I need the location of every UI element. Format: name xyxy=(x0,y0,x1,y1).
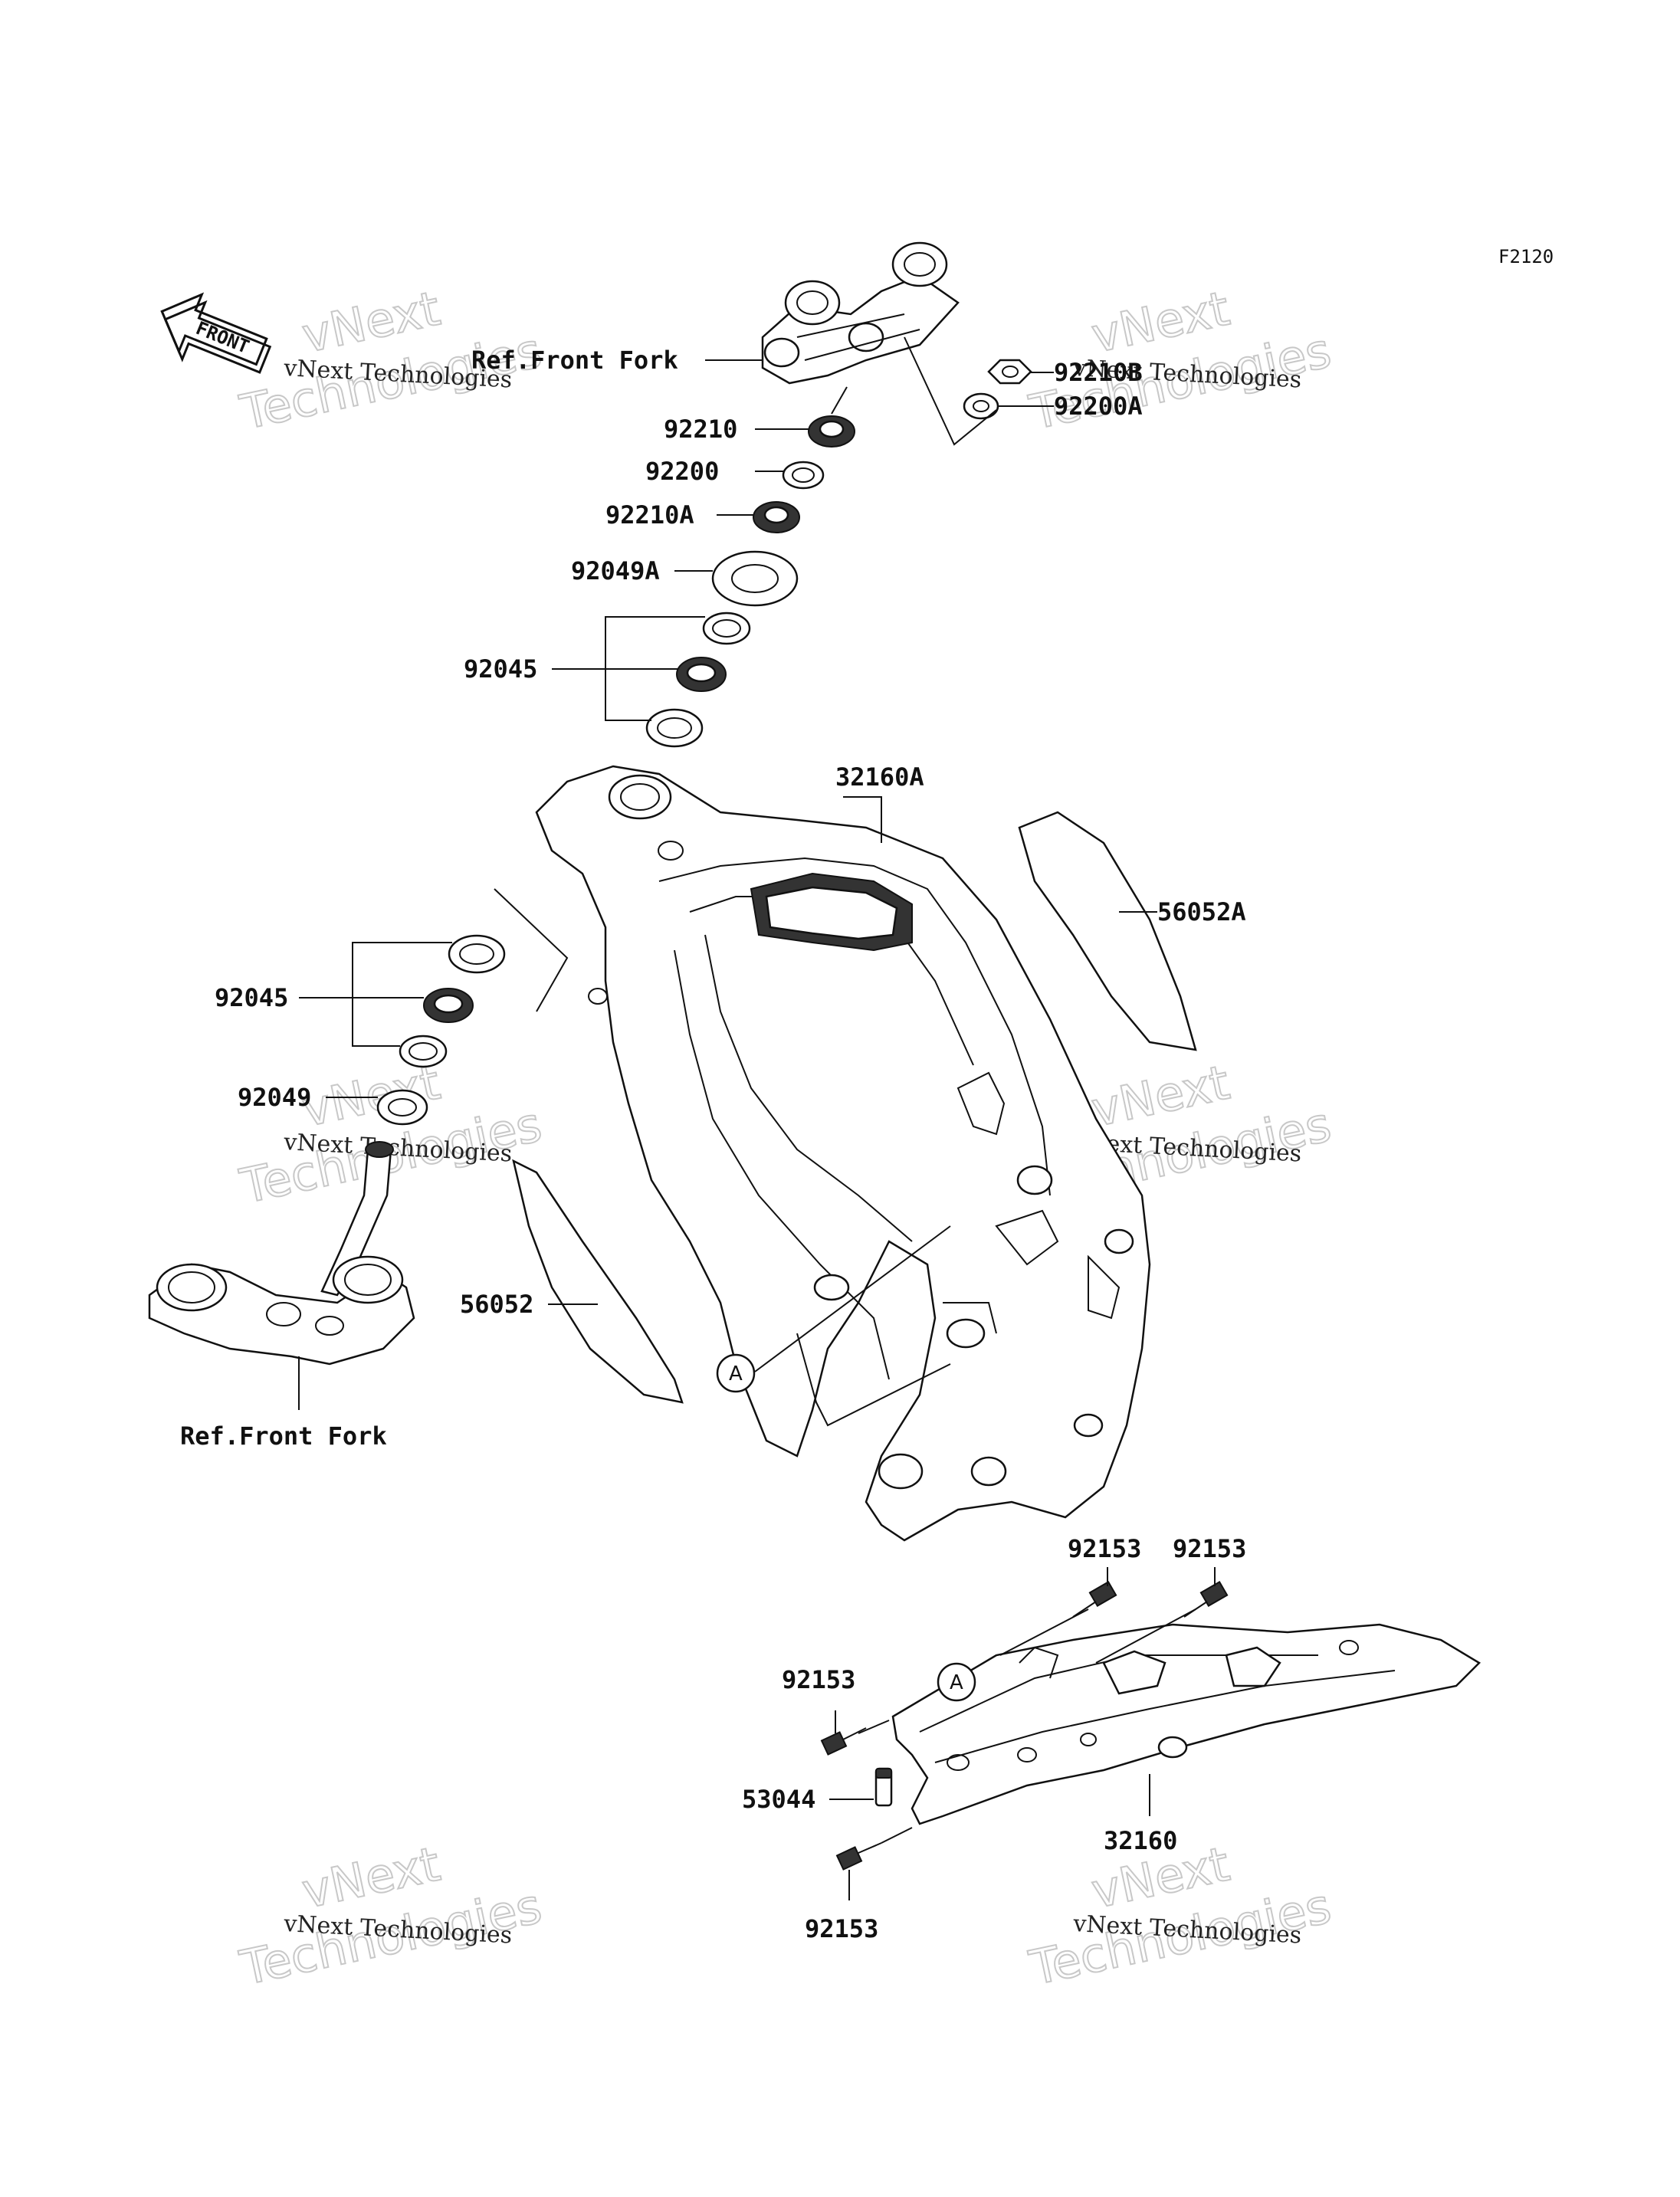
pin-53044 xyxy=(874,1767,893,1807)
ref-front-fork-top: Ref.Front Fork xyxy=(471,346,678,375)
label-92153-left: 92153 xyxy=(782,1665,855,1694)
upper-triple-clamp xyxy=(761,241,960,385)
main-frame-32160a xyxy=(535,765,1151,1542)
label-92200a: 92200A xyxy=(1054,392,1143,421)
callout-a-subframe: A xyxy=(937,1662,976,1702)
front-arrow-icon: FRONT xyxy=(160,292,272,374)
bolt-92153-bottom xyxy=(835,1842,882,1871)
nut-92210 xyxy=(808,415,855,448)
label-56052a: 56052A xyxy=(1157,897,1246,926)
side-cover-56052 xyxy=(512,1159,684,1404)
label-92045-upper: 92045 xyxy=(464,654,537,684)
seal-92049 xyxy=(376,1089,428,1126)
label-53044: 53044 xyxy=(742,1785,815,1814)
label-32160: 32160 xyxy=(1104,1826,1177,1855)
callout-a-frame: A xyxy=(716,1353,756,1393)
label-92153-bottom: 92153 xyxy=(805,1914,878,1943)
washer-92200 xyxy=(782,461,825,490)
steering-stem-lower-clamp xyxy=(148,1141,415,1366)
watermark-bottom-right: vNext Technologies vNext Technologies xyxy=(1024,1835,1337,1997)
svg-text:A: A xyxy=(950,1671,963,1694)
seal-92049a xyxy=(711,550,799,607)
nut-92210b xyxy=(987,359,1032,385)
label-92045-lower: 92045 xyxy=(215,983,288,1012)
diagram-code: F2120 xyxy=(1498,246,1554,267)
label-92200: 92200 xyxy=(645,457,719,486)
subframe-32160 xyxy=(891,1623,1481,1825)
bearing-92045-upper xyxy=(645,612,751,748)
washer-92200a xyxy=(963,392,999,420)
label-92153-top1: 92153 xyxy=(1068,1534,1141,1563)
label-56052: 56052 xyxy=(460,1290,533,1319)
label-92153-top2: 92153 xyxy=(1173,1534,1246,1563)
label-92049a: 92049A xyxy=(571,556,660,585)
bolt-92153-left xyxy=(820,1727,867,1756)
bolt-92153-top1 xyxy=(1072,1580,1117,1618)
side-cover-56052a xyxy=(1018,811,1197,1051)
label-92210a: 92210A xyxy=(605,500,694,530)
label-92049: 92049 xyxy=(238,1083,311,1112)
label-32160a: 32160A xyxy=(835,762,924,792)
watermark-mid-left: vNext Technologies vNext Technologies xyxy=(235,1054,547,1215)
ref-front-fork-bottom: Ref.Front Fork xyxy=(180,1421,387,1451)
label-92210b: 92210B xyxy=(1054,358,1143,387)
nut-92210a xyxy=(753,501,800,533)
bearing-92045-lower xyxy=(399,934,506,1068)
label-92210: 92210 xyxy=(664,415,737,444)
svg-text:A: A xyxy=(729,1362,743,1385)
watermark-bottom-left: vNext Technologies vNext Technologies xyxy=(235,1835,547,1997)
